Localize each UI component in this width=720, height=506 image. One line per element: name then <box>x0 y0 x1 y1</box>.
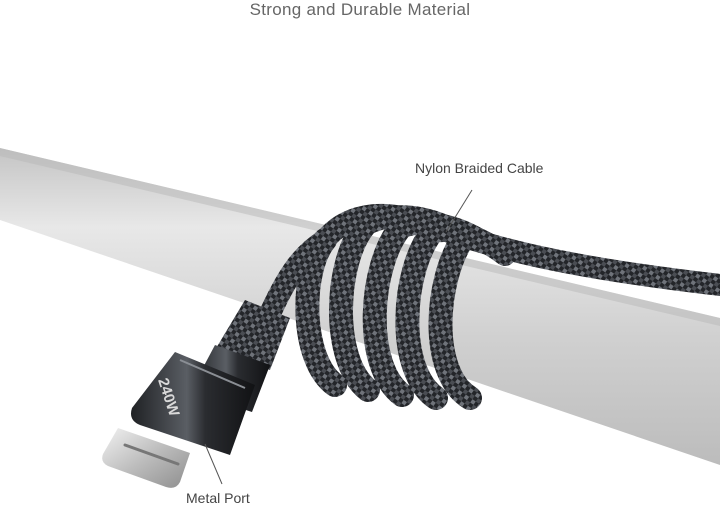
page-title: Strong and Durable Material <box>249 0 471 19</box>
cable-callout-line <box>445 189 473 233</box>
pipe <box>0 148 720 465</box>
usb-c-connector <box>102 300 290 488</box>
cable-coil <box>257 203 720 410</box>
port-callout-line <box>204 443 223 485</box>
cable-callout-label: Nylon Braided Cable <box>415 160 544 176</box>
port-callout-label: Metal Port <box>186 490 250 506</box>
